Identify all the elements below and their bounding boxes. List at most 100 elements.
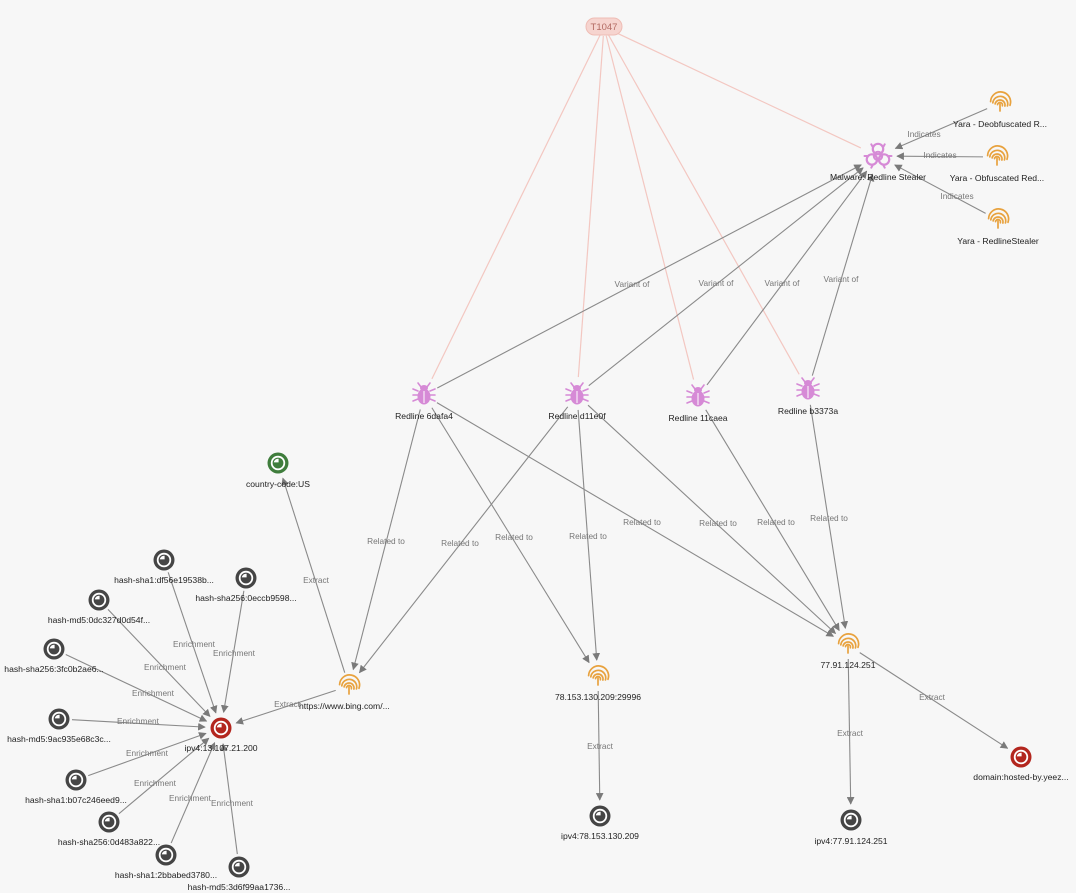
eye-icon bbox=[48, 708, 70, 730]
edge-h-sha1-b07c-to-ipv4-13 bbox=[88, 732, 207, 777]
edge-t1047-to-redline-d11e0f bbox=[577, 35, 604, 378]
eye-icon bbox=[267, 452, 289, 474]
edge-label: Indicates bbox=[940, 191, 973, 201]
bug-icon bbox=[412, 382, 436, 405]
node-label: Redline 6dafa4 bbox=[395, 411, 453, 421]
edge-yara-obf-to-malware-redline bbox=[896, 152, 984, 161]
node-h-md5-0dc3[interactable]: hash-md5:0dc327d0d54f... bbox=[48, 589, 150, 626]
edge-label: Variant of bbox=[699, 278, 735, 288]
edge-redline-b3373a-to-ind-77 bbox=[809, 404, 849, 629]
edge-t1047-to-malware-redline bbox=[611, 30, 862, 149]
edge-redline-b3373a-to-malware-redline bbox=[811, 173, 875, 376]
edge-redline-6dafa4-to-ind-78 bbox=[431, 407, 590, 664]
edge-h-md5-0dc3-to-ipv4-13 bbox=[107, 609, 211, 717]
edge-label: Enrichment bbox=[211, 798, 254, 808]
node-redline-6dafa4[interactable]: Redline 6dafa4 bbox=[395, 382, 453, 421]
node-ipv4-78[interactable]: ipv4:78.153.130.209 bbox=[561, 805, 639, 842]
edge-label: Indicates bbox=[923, 150, 956, 160]
node-label: ipv4:13.107.21.200 bbox=[184, 743, 257, 753]
edge-t1047-to-redline-11caea bbox=[605, 35, 695, 380]
node-domain-yeez[interactable]: domain:hosted-by.yeez... bbox=[973, 746, 1069, 783]
edge-yara-deobf-to-malware-redline bbox=[894, 108, 988, 150]
edge-h-sha256-0d48-to-ipv4-13 bbox=[118, 737, 210, 815]
node-label: hash-sha256:0eccb9598... bbox=[195, 593, 296, 603]
edge-redline-6dafa4-to-ind-bing bbox=[351, 409, 421, 671]
node-country-us[interactable]: country-code:US bbox=[246, 452, 310, 490]
node-h-sha1-2bba[interactable]: hash-sha1:2bbabed3780... bbox=[115, 844, 217, 881]
node-yara-obf[interactable]: Yara - Obfuscated Red... bbox=[950, 145, 1044, 183]
edge-t1047-to-redline-6dafa4 bbox=[431, 34, 601, 380]
edge-h-sha1-2bba-to-ipv4-13 bbox=[170, 741, 216, 844]
node-label: ipv4:78.153.130.209 bbox=[561, 831, 639, 841]
node-label: hash-md5:0dc327d0d54f... bbox=[48, 615, 150, 625]
edge-h-md5-9ac9-to-ipv4-13 bbox=[71, 719, 206, 731]
node-h-sha1-b07c[interactable]: hash-sha1:b07c246eed9... bbox=[25, 769, 127, 806]
edge-label: Extract bbox=[274, 699, 301, 709]
fingerprint-icon bbox=[989, 91, 1012, 112]
edge-ind-bing-to-country-us bbox=[281, 477, 346, 673]
node-yara-redline[interactable]: Yara - RedlineStealer bbox=[957, 208, 1039, 246]
edge-h-sha256-3fc0-to-ipv4-13 bbox=[65, 654, 208, 722]
node-label: hash-sha256:3fc0b2ae6... bbox=[4, 664, 103, 674]
node-redline-b3373a[interactable]: Redline b3373a bbox=[778, 377, 838, 416]
edge-redline-d11e0f-to-ind-bing bbox=[359, 406, 569, 674]
node-label: hash-sha1:b07c246eed9... bbox=[25, 795, 127, 805]
technique-pill bbox=[585, 17, 623, 36]
edge-h-md5-3d6f-to-ipv4-13 bbox=[220, 743, 238, 855]
fingerprint-icon bbox=[987, 208, 1010, 229]
node-h-md5-3d6f[interactable]: hash-md5:3d6f99aa1736... bbox=[188, 856, 291, 893]
node-h-sha256-0ecc[interactable]: hash-sha256:0eccb9598... bbox=[195, 567, 297, 604]
edge-yara-redline-to-malware-redline bbox=[894, 164, 986, 214]
node-label: Yara - Obfuscated Red... bbox=[950, 173, 1044, 183]
node-ind-78[interactable]: 78.153.130.209:29996 bbox=[555, 665, 641, 702]
node-h-sha1-df56[interactable]: hash-sha1:df56e19538b... bbox=[114, 549, 214, 586]
eye-icon bbox=[210, 717, 232, 739]
edge-redline-11caea-to-malware-redline bbox=[706, 170, 868, 386]
node-label: domain:hosted-by.yeez... bbox=[973, 772, 1068, 782]
edge-redline-11caea-to-ind-77 bbox=[705, 409, 840, 632]
node-label: 78.153.130.209:29996 bbox=[555, 692, 641, 702]
node-ipv4-77[interactable]: ipv4:77.91.124.251 bbox=[814, 809, 888, 847]
node-yara-deobf[interactable]: Yara - Deobfuscated R... bbox=[953, 91, 1047, 129]
edge-label: Related to bbox=[699, 518, 737, 528]
eye-icon bbox=[235, 567, 257, 589]
eye-icon bbox=[43, 638, 65, 660]
node-h-sha256-3fc0[interactable]: hash-sha256:3fc0b2ae6... bbox=[4, 638, 104, 675]
node-h-sha256-0d48[interactable]: hash-sha256:0d483a822... bbox=[58, 811, 160, 848]
edge-label: Enrichment bbox=[134, 778, 177, 788]
edge-label: Extract bbox=[919, 692, 946, 702]
node-label: 77.91.124.251 bbox=[821, 660, 876, 670]
eye-icon bbox=[228, 856, 250, 878]
node-redline-d11e0f[interactable]: Redline d11e0f bbox=[548, 382, 606, 421]
node-label: ipv4:77.91.124.251 bbox=[814, 836, 887, 846]
eye-icon bbox=[65, 769, 87, 791]
node-redline-11caea[interactable]: Redline 11caea bbox=[668, 384, 728, 423]
edge-label: Enrichment bbox=[132, 688, 175, 698]
technique-node-t1047[interactable]: T1047 bbox=[585, 17, 623, 36]
edge-t1047-to-redline-b3373a bbox=[607, 34, 800, 375]
node-ipv4-13[interactable]: ipv4:13.107.21.200 bbox=[184, 717, 258, 754]
edge-label: Enrichment bbox=[126, 748, 169, 758]
edge-label: Related to bbox=[757, 517, 795, 527]
bug-icon bbox=[565, 382, 589, 405]
eye-icon bbox=[88, 589, 110, 611]
edge-label: Related to bbox=[569, 531, 607, 541]
node-h-md5-9ac9[interactable]: hash-md5:9ac935e68c3c... bbox=[7, 708, 111, 745]
node-ind-77[interactable]: 77.91.124.251 bbox=[821, 633, 876, 670]
node-ind-bing[interactable]: https://www.bing.com/... bbox=[299, 674, 390, 711]
edge-label: Variant of bbox=[765, 278, 801, 288]
node-label: Redline 11caea bbox=[668, 413, 727, 423]
edge-label: Enrichment bbox=[213, 648, 256, 658]
fingerprint-icon bbox=[837, 633, 860, 654]
edge-redline-d11e0f-to-ind-78 bbox=[577, 409, 601, 661]
edge-ind-77-to-ipv4-77 bbox=[846, 658, 855, 805]
technique-label: T1047 bbox=[591, 22, 618, 33]
eye-icon bbox=[589, 805, 611, 827]
node-label: hash-sha1:2bbabed3780... bbox=[115, 870, 217, 880]
nodes-layer: T1047 Malware: Redline Stealer Yara - Deo… bbox=[4, 17, 1069, 893]
edge-label: Enrichment bbox=[117, 716, 160, 726]
edge-h-sha256-0ecc-to-ipv4-13 bbox=[220, 590, 245, 713]
fingerprint-icon bbox=[986, 145, 1009, 166]
node-malware-redline[interactable]: Malware: Redline Stealer bbox=[830, 142, 926, 182]
